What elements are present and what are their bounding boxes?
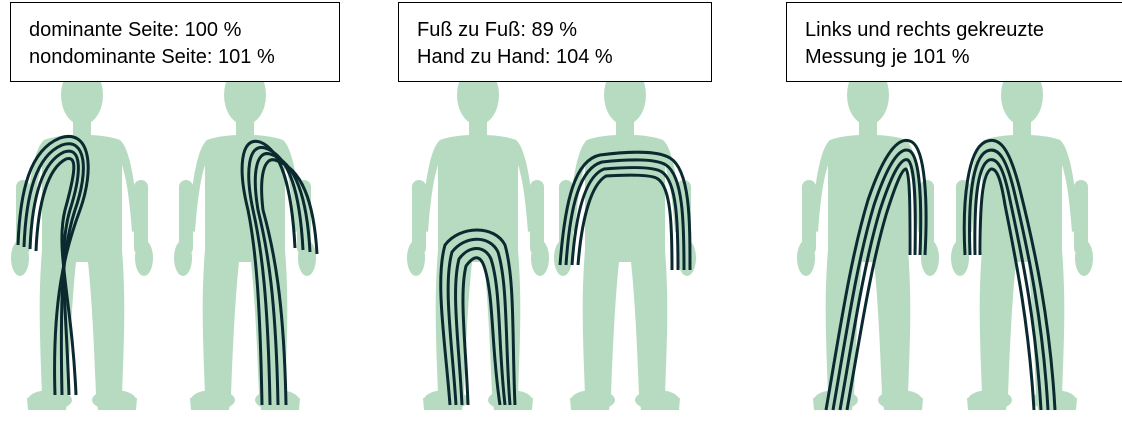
panel-3-line-2: Messung je 101 % <box>805 44 1122 71</box>
panel-3-label: Links und rechts gekreuzte Messung je 10… <box>786 2 1122 82</box>
panel-2-label: Fuß zu Fuß: 89 % Hand zu Hand: 104 % <box>398 2 712 82</box>
panel-1-line-2: nondominante Seite: 101 % <box>29 44 339 71</box>
panel-2-line-2: Hand zu Hand: 104 % <box>417 44 711 71</box>
figure-2a <box>407 65 549 410</box>
figure-3a <box>797 65 939 410</box>
panel-3-figures <box>797 65 1093 410</box>
figure-1a <box>11 65 153 410</box>
panel-2-figures <box>407 65 696 410</box>
panel-1-line-1: dominante Seite: 100 % <box>29 17 339 44</box>
figure-3b <box>951 65 1093 410</box>
panel-1-label: dominante Seite: 100 % nondominante Seit… <box>10 2 340 82</box>
panel-1-figures <box>11 65 317 410</box>
panel-3-line-1: Links und rechts gekreuzte <box>805 17 1122 44</box>
panel-2-line-1: Fuß zu Fuß: 89 % <box>417 17 711 44</box>
